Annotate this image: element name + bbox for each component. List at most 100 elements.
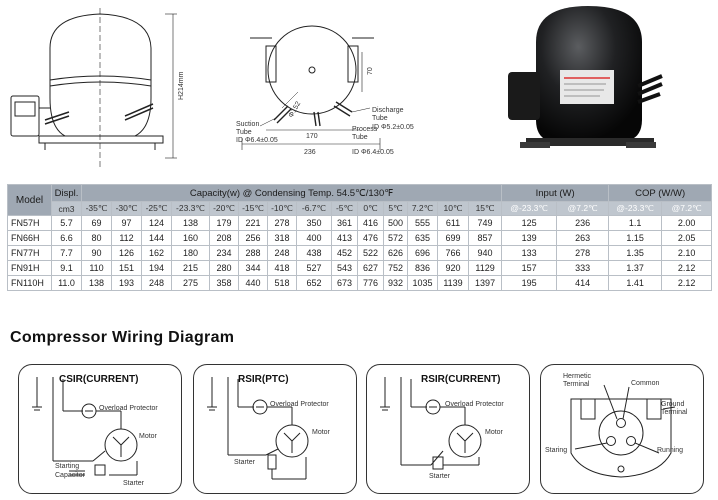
table-cell: 518 [267, 275, 297, 291]
table-cell: 278 [267, 215, 297, 231]
table-cell: 358 [209, 275, 239, 291]
table-cell: 836 [407, 260, 438, 276]
table-cell: 157 [501, 260, 558, 276]
input-header: Input (W) [501, 184, 610, 202]
table-cell: 160 [171, 230, 210, 246]
table-cell: 256 [238, 230, 268, 246]
table-cell: 940 [467, 245, 503, 261]
temp-header: -23.3℃ [171, 201, 210, 216]
table-cell: 151 [111, 260, 142, 276]
dim-170: 170 [306, 133, 318, 140]
table-cell: 278 [556, 245, 610, 261]
table-cell: 652 [296, 275, 332, 291]
table-cell: 749 [467, 215, 503, 231]
table-cell: 138 [171, 215, 210, 231]
table-cell: 452 [331, 245, 358, 261]
temp-header: 10℃ [437, 201, 469, 216]
csir-circuit [32, 377, 138, 476]
capacity-header: Capacity(w) @ Condensing Temp. 54.5℃/130… [80, 184, 503, 202]
panel-terminal: Hermetic Terminal Common Ground Terminal… [540, 364, 704, 494]
rsir-ptc-starter-label: Starter [234, 459, 256, 466]
table-cell: 418 [267, 260, 297, 276]
section-title: Compressor Wiring Diagram [10, 329, 235, 346]
table-cell: 1.41 [608, 275, 663, 291]
table-cell: 318 [267, 230, 297, 246]
top-view-drawing: 70 Φ152 170 236 Suction Tube ID Φ6.4±0.0… [236, 25, 414, 156]
csir-capacitor-label-2: Capacitor [55, 472, 85, 479]
table-cell: 920 [437, 260, 469, 276]
table-cell: 11.0 [51, 275, 82, 291]
model-cell: FN91H [7, 260, 52, 276]
table-cell: 112 [111, 230, 142, 246]
dim-236: 236 [304, 149, 316, 156]
table-cell: 275 [171, 275, 210, 291]
rsir-current-circuit [380, 377, 482, 470]
table-cell: 476 [357, 230, 384, 246]
ground-terminal-label-1: Ground [661, 401, 685, 408]
table-cell: 333 [556, 260, 610, 276]
staring-label: Staring [545, 447, 568, 454]
process-tube-label-1: Process [352, 126, 378, 133]
temp-header: -30℃ [111, 201, 142, 216]
table-cell: 6.6 [51, 230, 82, 246]
table-cell: 527 [296, 260, 332, 276]
rsir-current-motor-label: Motor [485, 429, 503, 436]
cop-temp-header: @-23.3℃ [608, 201, 663, 216]
table-cell: 180 [171, 245, 210, 261]
table-cell: 626 [383, 245, 408, 261]
ground-terminal-label-2: Terminal [661, 409, 688, 416]
table-cell: 522 [357, 245, 384, 261]
table-cell: 208 [209, 230, 239, 246]
table-cell: 144 [141, 230, 172, 246]
table-cell: 350 [296, 215, 332, 231]
temp-header: 7.2℃ [407, 201, 438, 216]
temp-header: 5℃ [383, 201, 408, 216]
rsir-current-title: RSIR(CURRENT) [421, 374, 501, 385]
csir-motor-label: Motor [139, 433, 157, 440]
table-cell: 138 [81, 275, 112, 291]
table-cell: 500 [383, 215, 408, 231]
table-cell: 2.12 [661, 275, 713, 291]
temp-header: -5℃ [331, 201, 358, 216]
table-cell: 1139 [437, 275, 469, 291]
model-header: Model [7, 184, 52, 216]
spec-table: Model Displ. Capacity(w) @ Condensing Te… [7, 184, 713, 291]
table-cell: 69 [81, 215, 112, 231]
table-cell: 1129 [467, 260, 503, 276]
table-cell: 400 [296, 230, 332, 246]
table-cell: 932 [383, 275, 408, 291]
table-cell: 234 [209, 245, 239, 261]
table-cell: 555 [407, 215, 438, 231]
table-cell: 2.12 [661, 260, 713, 276]
table-cell: 248 [267, 245, 297, 261]
suction-tube-label-2: Tube [236, 129, 252, 136]
table-subheader-row: cm3 -35℃ -30℃ -25℃ -23.3℃ -20℃ -15℃ -10℃… [8, 201, 713, 216]
suction-tube-label-1: Suction [236, 121, 259, 128]
table-cell: 696 [407, 245, 438, 261]
table-cell: 133 [501, 245, 558, 261]
model-cell: FN57H [7, 215, 52, 231]
table-cell: 1.1 [608, 215, 663, 231]
height-label: H214mm [178, 71, 185, 100]
model-cell: FN66H [7, 230, 52, 246]
csir-capacitor-label-1: Starting [55, 463, 80, 470]
table-cell: 2.05 [661, 230, 713, 246]
dim-152: Φ152 [288, 100, 303, 119]
suction-tube-id: ID Φ6.4±0.05 [236, 137, 278, 144]
table-cell: 288 [238, 245, 268, 261]
running-label: Running [657, 447, 684, 454]
panel-rsir-current: RSIR(CURRENT) Overload Protector Motor S… [366, 364, 530, 494]
table-cell: 215 [171, 260, 210, 276]
temp-header: -10℃ [267, 201, 297, 216]
table-cell: 752 [383, 260, 408, 276]
table-cell: 110 [81, 260, 112, 276]
rsir-current-overload-label: Overload Protector [445, 401, 504, 408]
model-cell: FN110H [7, 275, 52, 291]
table-cell: 1.35 [608, 245, 663, 261]
table-cell: 9.1 [51, 260, 82, 276]
table-cell: 90 [81, 245, 112, 261]
table-cell: 572 [383, 230, 408, 246]
table-cell: 2.10 [661, 245, 713, 261]
